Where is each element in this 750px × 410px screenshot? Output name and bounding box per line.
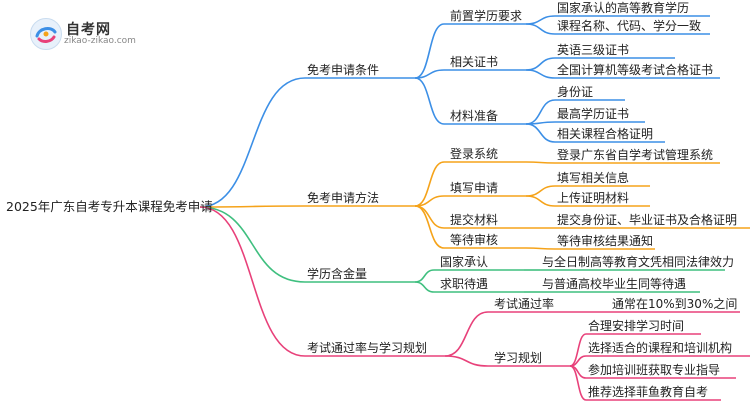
link-node-0-2-leaf-0 <box>525 99 556 125</box>
node-1-1-label: 填写申请 <box>450 181 499 195</box>
leaf-3-0-0-label: 通常在10%到30%之间 <box>612 297 738 311</box>
leaf-2-1-0-label: 与普通高校毕业生同等待遇 <box>542 277 687 291</box>
link-branch-0-node-2 <box>414 77 445 125</box>
link-branch-2-node-1 <box>414 281 435 293</box>
link-branch-2-node-0 <box>414 269 435 283</box>
leaf-3-1-1-label: 选择适合的课程和培训机构 <box>588 341 733 355</box>
node-0-2-label: 材料准备 <box>450 109 499 123</box>
leaf-1-3-0-label: 等待审核结果通知 <box>557 234 654 248</box>
mindmap-root: 2025年广东自考专升本课程免考申请 <box>6 199 213 214</box>
leaf-1-1-0-label: 填写相关信息 <box>557 171 630 185</box>
link-branch-0-node-1 <box>414 69 445 79</box>
site-logo: 自考网 zikao-zikao.com <box>30 18 150 50</box>
node-1-0-label: 登录系统 <box>450 147 499 161</box>
node-1-2-label: 提交材料 <box>450 213 499 227</box>
link-root-branch-2 <box>199 206 306 283</box>
logo-badge-icon <box>30 18 62 50</box>
leaf-0-1-1-label: 全国计算机等级考试合格证书 <box>557 63 714 77</box>
leaf-0-0-0-label: 国家承认的高等教育学历 <box>557 1 690 15</box>
branch-1-label: 免考申请方法 <box>307 191 380 205</box>
leaf-1-0-0-label: 登录广东省自学考试管理系统 <box>557 148 714 162</box>
node-0-0-label: 前置学历要求 <box>450 9 523 23</box>
logo-url: zikao-zikao.com <box>64 36 136 46</box>
leaf-1-2-0-label: 提交身份证、毕业证书及合格证明 <box>557 213 738 227</box>
branch-3-label: 考试通过率与学习规划 <box>307 341 428 355</box>
link-node-0-1-leaf-0 <box>525 57 556 71</box>
node-2-1-label: 求职待遇 <box>440 277 489 291</box>
branch-0-label: 免考申请条件 <box>307 63 380 77</box>
link-branch-1-node-0 <box>414 161 445 207</box>
leaf-3-1-2-label: 参加培训班获取专业指导 <box>588 363 721 377</box>
leaf-2-0-0-label: 与全日制高等教育文凭相同法律效力 <box>542 255 735 269</box>
link-node-1-3-leaf-0 <box>525 247 556 250</box>
link-branch-3-node-1 <box>444 355 489 367</box>
link-node-0-0-leaf-1 <box>525 23 556 35</box>
link-node-0-0-leaf-0 <box>525 15 556 25</box>
leaf-0-2-1-label: 最高学历证书 <box>557 107 630 121</box>
logo-title: 自考网 <box>66 22 111 38</box>
node-2-0-label: 国家承认 <box>440 255 489 269</box>
leaf-1-1-1-label: 上传证明材料 <box>557 191 630 205</box>
node-3-0-label: 考试通过率 <box>494 297 555 311</box>
leaf-0-2-2-label: 相关课程合格证明 <box>557 127 654 141</box>
link-node-0-1-leaf-1 <box>525 69 556 79</box>
link-node-1-1-leaf-1 <box>525 195 556 207</box>
link-branch-3-node-0 <box>444 311 489 357</box>
leaf-0-2-0-label: 身份证 <box>557 85 594 99</box>
branch-2-label: 学历含金量 <box>307 267 368 281</box>
link-root-branch-1 <box>199 205 306 208</box>
leaf-3-1-0-label: 合理安排学习时间 <box>588 319 685 333</box>
node-0-1-label: 相关证书 <box>450 55 499 69</box>
leaf-3-1-3-label: 推荐选择菲鱼教育自考 <box>588 385 709 399</box>
link-node-3-1-leaf-3 <box>569 365 587 401</box>
link-node-1-0-leaf-0 <box>525 161 556 164</box>
link-node-0-2-leaf-2 <box>525 123 556 143</box>
node-3-1-label: 学习规划 <box>494 351 543 365</box>
link-root-branch-3 <box>199 206 306 357</box>
link-root-branch-0 <box>199 77 306 208</box>
link-branch-1-node-3 <box>414 205 445 249</box>
node-1-3-label: 等待审核 <box>450 233 499 247</box>
leaf-0-0-1-label: 课程名称、代码、学分一致 <box>557 19 702 33</box>
link-node-1-1-leaf-0 <box>525 185 556 197</box>
link-branch-0-node-0 <box>414 23 445 79</box>
leaf-0-1-0-label: 英语三级证书 <box>557 43 630 57</box>
